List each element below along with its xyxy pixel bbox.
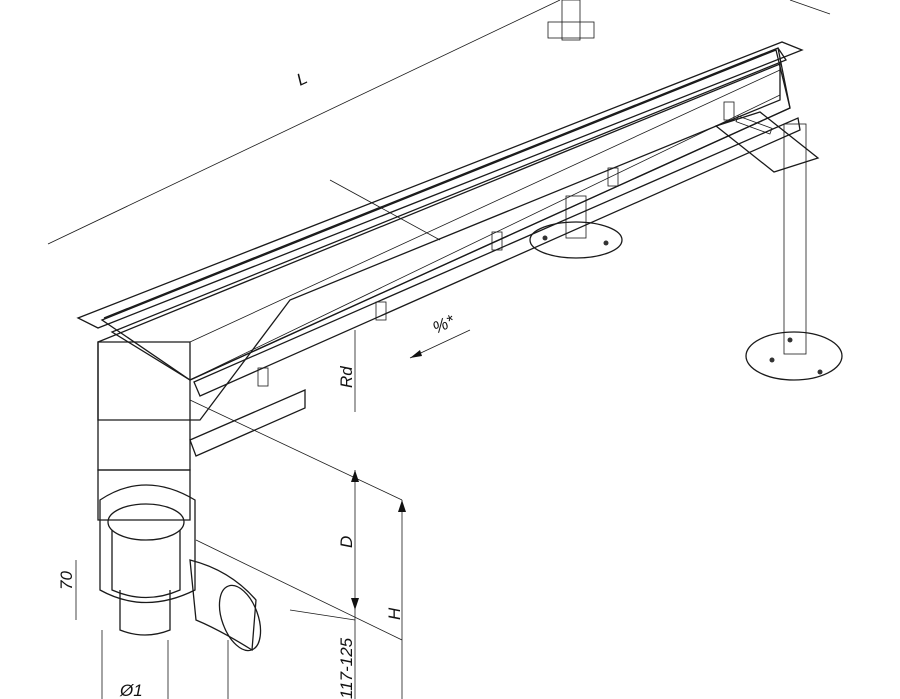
dim-label-length: L: [294, 68, 311, 89]
dim-label-outlet-diameter: Ø1: [119, 681, 143, 699]
adjustable-leg-front: [714, 111, 843, 381]
channel-body: [76, 41, 804, 471]
outlet-assembly: [97, 469, 262, 652]
adjustable-leg-top: [547, 0, 595, 41]
dim-label-outlet-height: 70: [57, 571, 76, 590]
dim-label-depth: D: [337, 536, 356, 548]
grate-clips: [257, 101, 735, 387]
dim-label-rim-depth: Rd: [337, 366, 356, 388]
adjustable-leg-rear: [529, 195, 623, 259]
grating[interactable]: [100, 47, 791, 381]
dimension-labels: L %* Rd D H 70 117-125 Ø1: [57, 68, 459, 699]
dimension-lines: [47, 0, 831, 699]
dim-label-adjustable-range: 117-125: [337, 637, 356, 699]
dim-label-slope: %*: [430, 311, 459, 338]
dim-label-height: H: [385, 607, 404, 620]
